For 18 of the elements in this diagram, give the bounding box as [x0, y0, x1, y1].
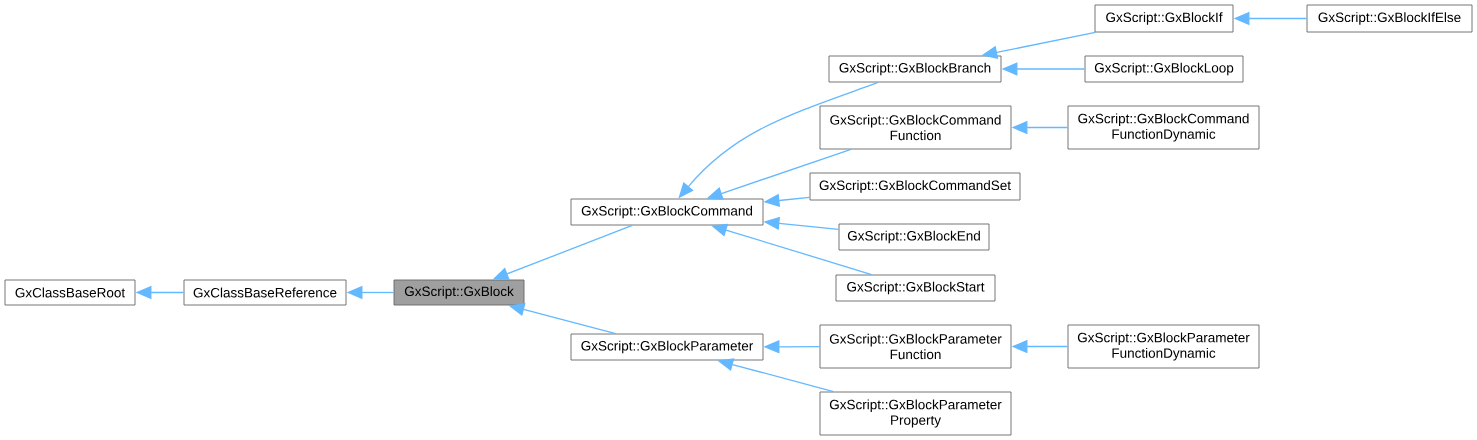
class-box: GxScript::GxBlockCommandSet	[809, 172, 1021, 201]
class-box: GxScript::GxBlockBranch	[828, 55, 1002, 83]
class-box: GxScript::GxBlockCommand Function	[819, 105, 1012, 150]
class-box: GxScript::GxBlockIf	[1094, 4, 1234, 33]
class-box: GxScript::GxBlockEnd	[838, 223, 990, 251]
class-box: GxScript::GxBlockCommand FunctionDynamic	[1067, 105, 1260, 150]
arrow	[711, 223, 873, 276]
class-box: GxScript::GxBlockParameter FunctionDynamic	[1067, 324, 1260, 369]
class-box: GxScript::GxBlockLoop	[1084, 55, 1244, 83]
class-box: GxClassBaseRoot	[4, 279, 136, 306]
class-box: GxScript::GxBlock	[393, 279, 525, 306]
class-box: GxScript::GxBlockCommand	[570, 198, 764, 226]
class-box: GxClassBaseReference	[183, 279, 347, 306]
class-box: GxScript::GxBlockParameter Property	[819, 391, 1012, 436]
class-box: GxScript::GxBlockParameter Function	[819, 324, 1012, 369]
class-box: GxScript::GxBlockParameter	[570, 333, 764, 361]
class-box: GxScript::GxBlockStart	[835, 274, 996, 302]
class-box: GxScript::GxBlockIfElse	[1306, 4, 1473, 33]
